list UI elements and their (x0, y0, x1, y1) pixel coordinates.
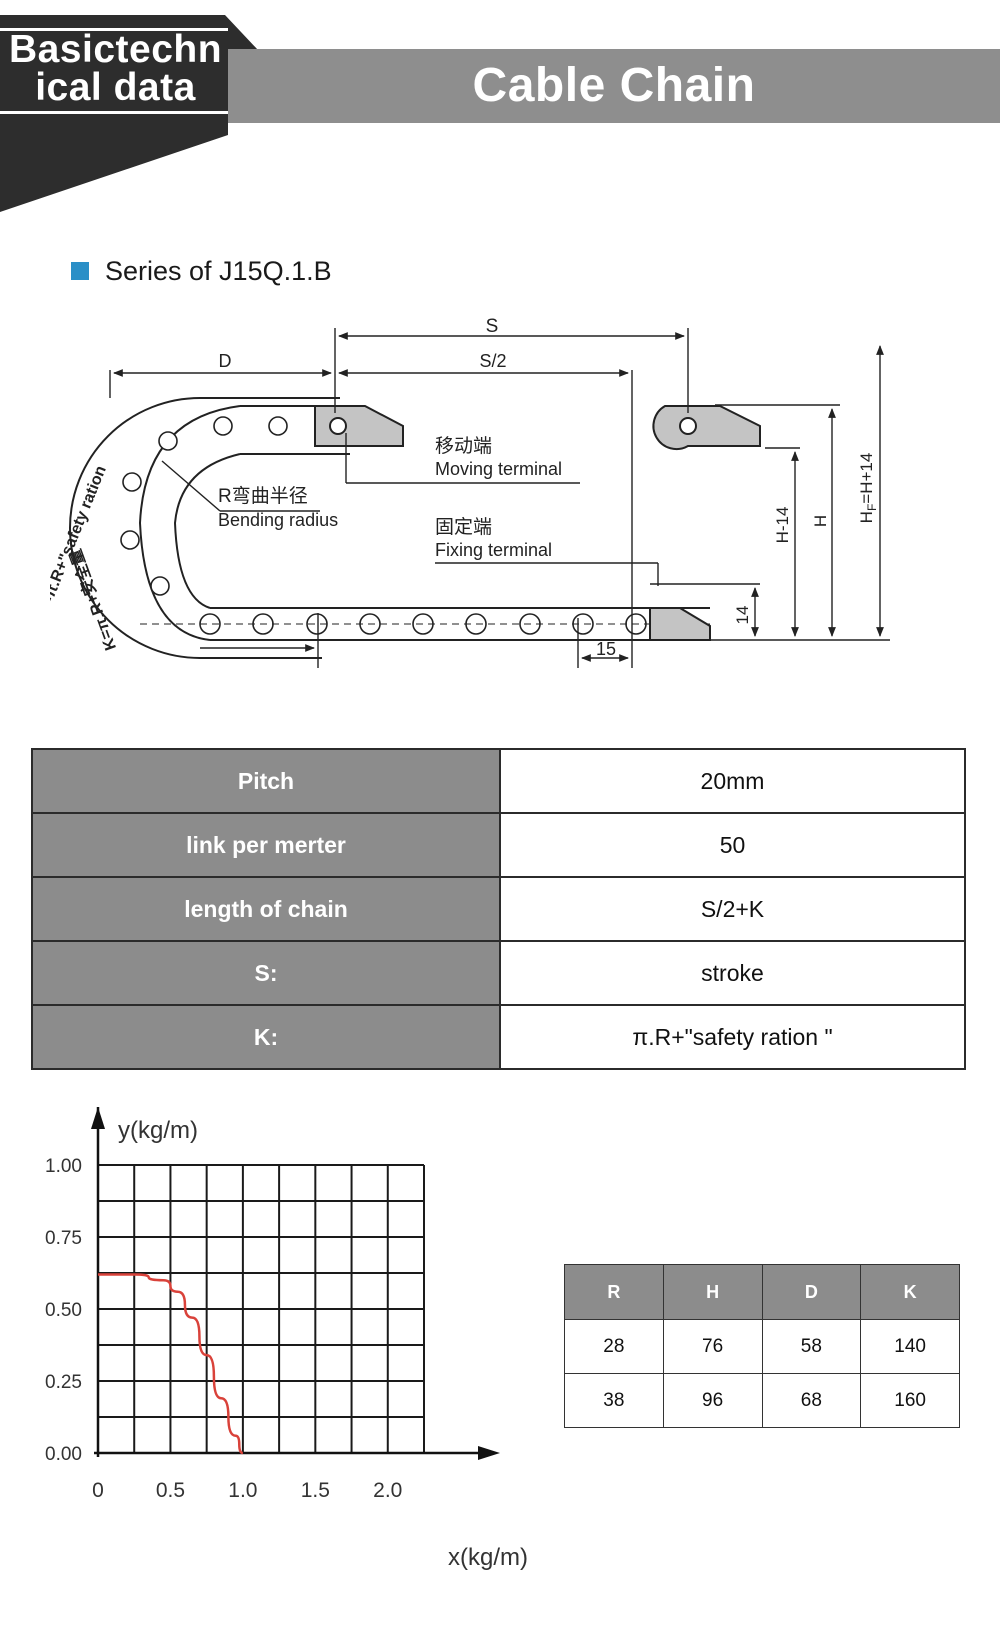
header-rule-bottom (0, 111, 228, 114)
dim-hf-h: H (857, 511, 876, 523)
spec-value: π.R+"safety ration " (499, 1004, 966, 1070)
table-cell: 160 (860, 1373, 960, 1428)
page-title: Cable Chain (472, 59, 756, 112)
cable-chain-diagram: S S/2 D 移动端 Moving terminal R弯曲半径 Bendin… (50, 318, 890, 668)
dim-hf-label: HF=H+14 (857, 453, 879, 524)
load-chart: 0 0.5 1.0 1.5 2.0 0.00 0.25 0.50 0.75 1.00 y(kg/m… (45, 1107, 528, 1571)
table-row: link per merter 50 (31, 812, 966, 878)
y-tick-label: 0.50 (45, 1300, 82, 1321)
table-cell: 96 (662, 1373, 763, 1428)
dim-15-label: 15 (596, 639, 616, 659)
dim-hf-rest: =H+14 (857, 453, 876, 504)
moving-terminal-end (652, 405, 761, 451)
dimension-table: R H D K 28 76 58 140 38 96 68 160 (564, 1264, 960, 1428)
svg-text:HF=H+14: HF=H+14 (857, 453, 879, 524)
spec-value: stroke (499, 940, 966, 1006)
k-formula-cn-label: K=π.R+安全量 (66, 547, 120, 654)
col-header-r: R (564, 1264, 664, 1320)
chart-series (98, 1273, 244, 1455)
fixing-terminal-cn: 固定端 (435, 516, 492, 538)
table-cell: 28 (564, 1319, 664, 1374)
y-tick-label: 0.00 (45, 1444, 82, 1465)
chart-grid (97, 1164, 425, 1454)
spec-value: S/2+K (499, 876, 966, 942)
dim-14-label: 14 (733, 606, 752, 625)
x-tick-label: 0 (92, 1479, 104, 1502)
spec-key: Pitch (31, 748, 501, 814)
table-cell: 68 (761, 1373, 862, 1428)
chart-ticks: 0 0.5 1.0 1.5 2.0 0.00 0.25 0.50 0.75 1.00 (45, 1156, 402, 1502)
table-cell: 58 (761, 1319, 862, 1374)
series-label: Series of J15Q.1.B (105, 255, 332, 286)
table-cell: 140 (860, 1319, 960, 1374)
y-axis-label: y(kg/m) (118, 1117, 198, 1144)
y-tick-label: 0.25 (45, 1372, 82, 1393)
spec-key: K: (31, 1004, 501, 1070)
header-gray-banner (228, 49, 1000, 123)
x-tick-label: 2.0 (373, 1479, 402, 1502)
table-cell: 38 (564, 1373, 664, 1428)
series-heading: Series of J15Q.1.B (71, 256, 332, 286)
dim-h-minus-label: H-14 (773, 507, 792, 544)
dim-d-label: D (219, 351, 232, 371)
y-tick-label: 1.00 (45, 1156, 82, 1177)
spec-key: length of chain (31, 876, 501, 942)
bending-radius-en: Bending radius (218, 510, 338, 530)
table-row: Pitch 20mm (31, 748, 966, 814)
table-row: length of chain S/2+K (31, 876, 966, 942)
chain-body (138, 405, 710, 641)
table-row: 28 76 58 140 (564, 1319, 960, 1374)
chain-links-curve (120, 416, 288, 596)
col-header-h: H (662, 1264, 763, 1320)
x-tick-label: 1.5 (301, 1479, 330, 1502)
col-header-d: D (761, 1264, 862, 1320)
x-tick-label: 0.5 (156, 1479, 185, 1502)
moving-terminal-en: Moving terminal (435, 459, 562, 479)
x-tick-label: 1.0 (228, 1479, 257, 1502)
table-row: 38 96 68 160 (564, 1373, 960, 1428)
spec-value: 20mm (499, 748, 966, 814)
col-header-k: K (860, 1264, 960, 1320)
dim-h-label: H (811, 515, 830, 527)
spec-key: link per merter (31, 812, 501, 878)
spec-key: S: (31, 940, 501, 1006)
bending-radius-cn: R弯曲半径 (218, 485, 308, 507)
section-title-line1: Basictechn (8, 28, 223, 71)
moving-terminal-cn: 移动端 (435, 435, 492, 457)
series-line (98, 1273, 244, 1455)
y-tick-label: 0.75 (45, 1228, 82, 1249)
spec-value: 50 (499, 812, 966, 878)
chart-axes (91, 1107, 500, 1460)
table-cell: 76 (662, 1319, 763, 1374)
square-bullet-icon (71, 262, 89, 280)
dim-hf-sub: F (865, 504, 879, 511)
header-rule-top (0, 28, 228, 31)
dim-s-half-label: S/2 (479, 351, 506, 371)
k-arc-line (69, 397, 340, 659)
y-axis-arrow-icon (91, 1107, 105, 1129)
dim-s-label: S (486, 318, 499, 337)
table-row: S: stroke (31, 940, 966, 1006)
fixing-terminal-bracket (649, 607, 711, 641)
table-header-row: R H D K (564, 1264, 960, 1320)
spec-table: Pitch 20mm link per merter 50 length of … (31, 748, 966, 1070)
fixing-terminal-en: Fixing terminal (435, 540, 552, 560)
moving-terminal-bracket (314, 405, 404, 447)
table-row: K: π.R+"safety ration " (31, 1004, 966, 1070)
x-axis-arrow-icon (478, 1446, 500, 1460)
section-title: Basictechn ical data (3, 28, 228, 109)
section-title-line2: ical data (35, 66, 196, 109)
x-axis-label: x(kg/m) (448, 1544, 528, 1571)
